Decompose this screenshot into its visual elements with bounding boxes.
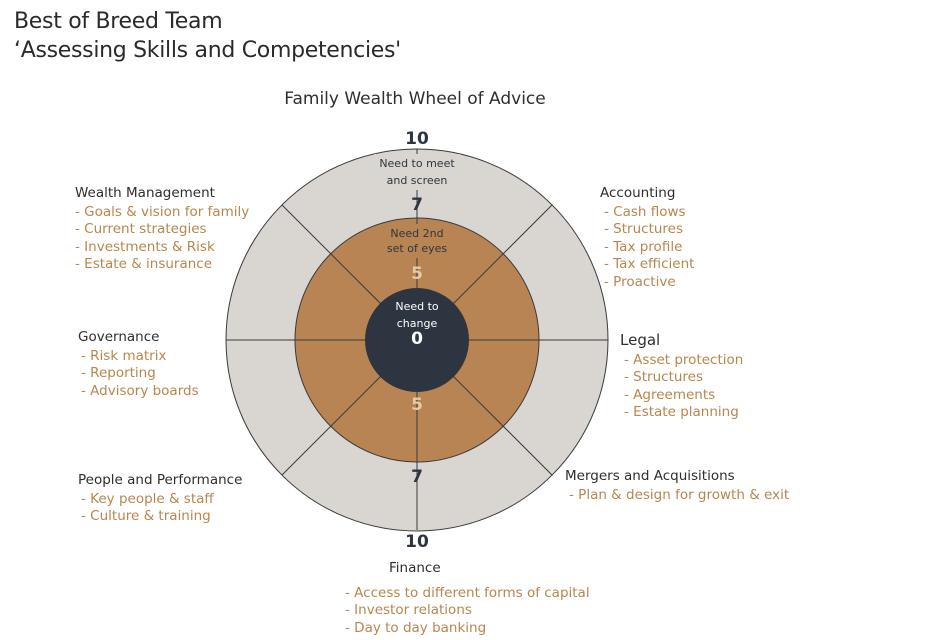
group-title: Legal (620, 331, 661, 349)
list-item: Plan & design for growth & exit (565, 487, 789, 504)
group-governance: Governance Risk matrix Reporting Advisor… (78, 329, 199, 400)
page-subtitle: ‘Assessing Skills and Competencies' (14, 38, 401, 63)
scale-bottom-10: 10 (405, 532, 429, 552)
list-item: Access to different forms of capital (345, 585, 589, 602)
list-item: Estate planning (620, 404, 743, 421)
list-item: Proactive (600, 274, 694, 291)
list-item: Structures (600, 221, 694, 238)
list-item: Investments & Risk (75, 239, 249, 256)
list-item: Advisory boards (78, 383, 198, 400)
list-item: Tax efficient (600, 256, 694, 273)
group-title: Wealth Management (75, 185, 215, 201)
list-item: Agreements (620, 387, 743, 404)
scale-bottom-5: 5 (411, 395, 423, 415)
group-finance: Finance Access to different forms of cap… (345, 560, 590, 637)
scale-top-5: 5 (411, 264, 423, 284)
scale-core-0: 0 (411, 329, 423, 349)
list-item: Asset protection (620, 352, 743, 369)
list-item: Day to day banking (345, 620, 590, 637)
group-mergers-acquisitions: Mergers and Acquisitions Plan & design f… (565, 468, 789, 504)
list-item: Current strategies (75, 221, 249, 238)
list-item: Culture & training (78, 508, 242, 525)
core-label: change (397, 317, 438, 330)
list-item: Structures (620, 369, 743, 386)
scale-top-10: 10 (405, 129, 429, 149)
outer-ring-label: Need to meet (379, 157, 455, 170)
group-legal: Legal Asset protection Structures Agreem… (620, 331, 743, 422)
group-title: People and Performance (78, 472, 243, 488)
wheel-title: Family Wealth Wheel of Advice (284, 89, 546, 109)
group-title: Accounting (600, 185, 676, 201)
page-title: Best of Breed Team (14, 9, 223, 34)
group-wealth-management: Wealth Management Goals & vision for fam… (75, 185, 249, 274)
list-item: Key people & staff (78, 491, 242, 508)
outer-ring-label: and screen (387, 174, 448, 187)
group-title: Finance (389, 560, 441, 576)
core-circle (365, 288, 469, 392)
middle-ring-label: Need 2nd (390, 227, 443, 240)
group-title: Governance (78, 329, 160, 345)
list-item: Goals & vision for family (75, 204, 249, 221)
list-item: Risk matrix (78, 348, 199, 365)
scale-top-7: 7 (411, 195, 423, 215)
core-label: Need to (395, 300, 439, 313)
list-item: Estate & insurance (75, 256, 249, 273)
list-item: Tax profile (600, 239, 694, 256)
middle-ring-label: set of eyes (387, 242, 447, 255)
group-people-performance: People and Performance Key people & staf… (78, 472, 242, 526)
group-accounting: Accounting Cash flows Structures Tax pro… (600, 185, 694, 291)
group-title: Mergers and Acquisitions (565, 468, 735, 484)
scale-bottom-7: 7 (411, 467, 423, 487)
list-item: Reporting (78, 365, 199, 382)
list-item: Investor relations (345, 602, 590, 619)
list-item: Cash flows (600, 204, 694, 221)
